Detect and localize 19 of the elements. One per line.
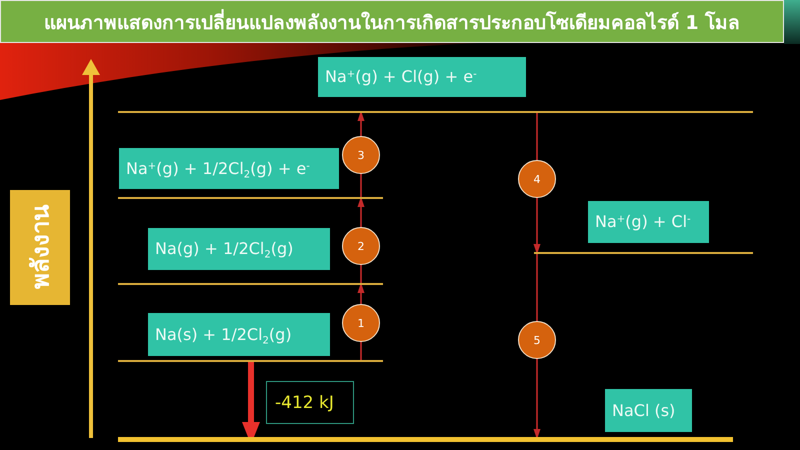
energy-level-line (118, 111, 753, 113)
formula-box: Na$^{+}$(g) + Cl$^{-}$ (588, 201, 709, 243)
step-number: 2 (342, 227, 380, 265)
step-number: 4 (518, 160, 556, 198)
energy-level-line (118, 197, 383, 199)
formula-box: Na$^{+}$(g) + Cl(g) + e$^{-}$ (318, 57, 526, 97)
energy-level-line (118, 283, 383, 285)
energy-level-line (534, 252, 753, 254)
edge-label: -412 kJ (266, 381, 354, 424)
title-bar: แผนภาพแสดงการเปลี่ยนแปลงพลังงานในการเกิดสารประกอบโซเดียมคอลไรด์ 1 โมล (0, 0, 784, 43)
energy-level-line (118, 360, 383, 362)
axis-label: พลังงาน (10, 190, 70, 305)
formula-box: Na$^{+}$(g) + 1/2Cl$_{2}$(g) + e$^{-}$ (119, 148, 339, 189)
formula-box: Na(s) + 1/2Cl$_{2}$(g) (148, 313, 330, 356)
step-number: 5 (518, 321, 556, 359)
step-number: 1 (342, 304, 380, 342)
step-number: 3 (342, 136, 380, 174)
formula-box: Na(g) + 1/2Cl$_{2}$(g) (148, 228, 330, 270)
formula-box: NaCl (s) (605, 389, 692, 432)
